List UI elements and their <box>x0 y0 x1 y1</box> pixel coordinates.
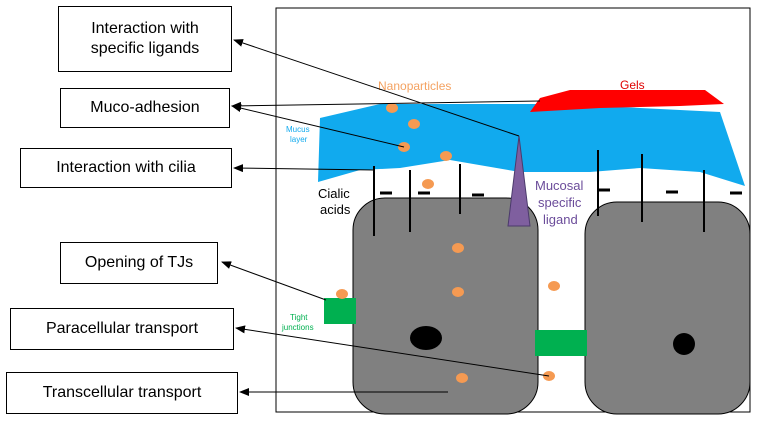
tight-junction-middle <box>535 330 587 356</box>
label-muco-adhesion: Muco-adhesion <box>60 88 230 128</box>
arrows <box>221 39 550 396</box>
label-paracellular-transport: Paracellular transport <box>10 308 234 350</box>
tight-junction-left <box>324 298 356 324</box>
ligand-annotation-line3: ligand <box>543 212 578 227</box>
label-opening-tjs: Opening of TJs <box>60 242 218 284</box>
mucus-annotation-line2: layer <box>290 135 308 144</box>
tj-annotation-line2: junctions <box>281 323 314 332</box>
tj-annotation-line1: Tight <box>290 313 308 322</box>
cialic-annotation-line2: acids <box>320 202 351 217</box>
epithelial-cell-left <box>352 197 539 415</box>
cialic-acid-marks <box>380 188 742 197</box>
nanoparticles <box>336 103 560 383</box>
nanoparticles-annotation: Nanoparticles <box>378 79 451 93</box>
gels-annotation: Gels <box>620 78 645 92</box>
gel-layer <box>530 90 724 112</box>
cilia <box>373 150 705 236</box>
nucleus-right <box>673 333 695 355</box>
ligand-annotation-line2: specific <box>538 195 582 210</box>
mucus-layer <box>318 104 745 186</box>
mucosal-ligand <box>507 135 531 227</box>
label-interaction-specific-ligands: Interaction with specific ligands <box>58 6 232 72</box>
cialic-annotation-line1: Cialic <box>318 186 350 201</box>
nucleus-left <box>410 326 442 350</box>
label-interaction-cilia: Interaction with cilia <box>20 148 232 188</box>
label-transcellular-transport: Transcellular transport <box>6 372 238 414</box>
ligand-annotation-line1: Mucosal <box>535 178 584 193</box>
mucus-annotation-line1: Mucus <box>286 125 310 134</box>
epithelial-cell-right <box>584 201 751 415</box>
